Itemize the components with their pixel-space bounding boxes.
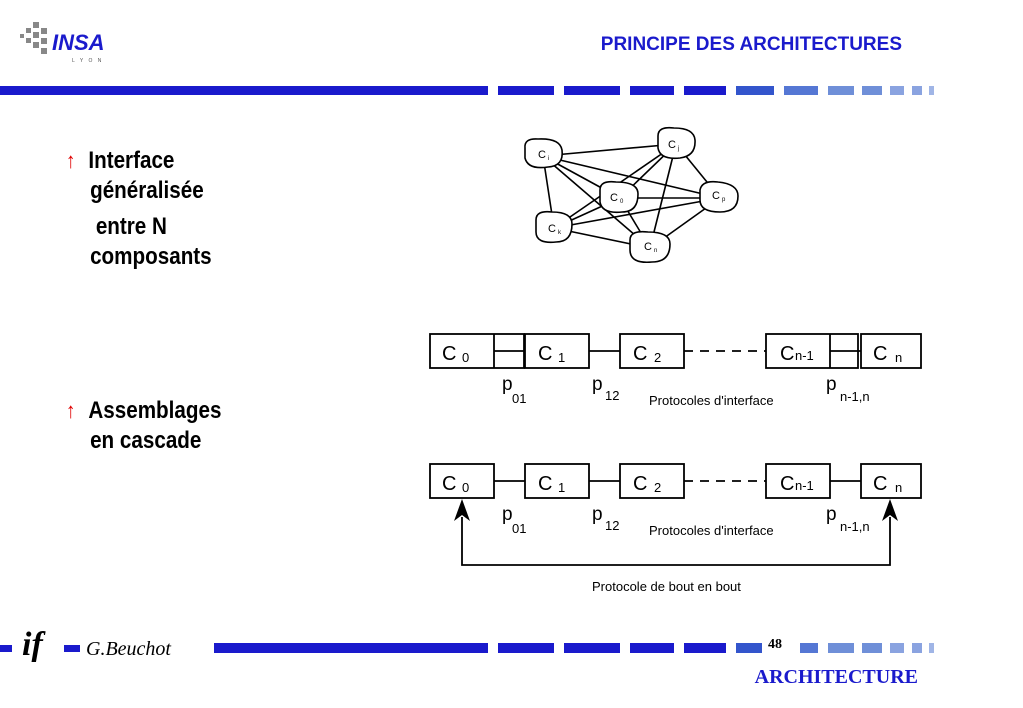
protocol-sub: 01 [512, 391, 526, 406]
bullet-line: généralisée [90, 177, 204, 204]
mesh-node-sub: 0 [620, 199, 624, 205]
component-label: C [633, 473, 647, 495]
bullet-line: Assemblages [88, 397, 222, 424]
author-name: G.Beuchot [86, 638, 171, 660]
component-sub: 0 [462, 350, 469, 365]
mesh-node-sub: p [722, 197, 726, 203]
end-to-end-label: Protocole de bout en bout [592, 579, 741, 594]
bullet-line: entre N [90, 213, 167, 240]
mesh-node-sub: i [548, 156, 549, 162]
protocol-label: p [502, 374, 513, 395]
protocol-sub: 12 [605, 518, 619, 533]
component-box [524, 463, 590, 499]
mesh-diagram: C i C j C 0 C p C k C n [500, 120, 760, 280]
component-sub: 2 [654, 350, 661, 365]
component-box [860, 333, 922, 369]
bullet-line: en cascade [90, 427, 202, 454]
component-sub: 0 [462, 480, 469, 495]
component-label: C [873, 343, 887, 365]
component-label: C [780, 343, 794, 365]
logo-subtext: L Y O N [72, 58, 103, 64]
mesh-node [535, 210, 573, 244]
mesh-node [657, 126, 696, 160]
protocol-label: p [826, 504, 837, 525]
mesh-node [524, 138, 564, 169]
mesh-node-label: C [538, 149, 546, 161]
component-label: C [538, 343, 552, 365]
up-arrow-icon: ↑ [66, 148, 76, 173]
mesh-node [629, 230, 671, 264]
bullet-interface: ↑ Interface généralisée entre N composant… [66, 146, 212, 272]
if-logo: if [22, 626, 43, 663]
component-label: C [442, 473, 456, 495]
component-label: C [873, 473, 887, 495]
component-sub: n [895, 480, 902, 495]
component-sub: 2 [654, 480, 661, 495]
up-arrow-icon: ↑ [66, 398, 76, 423]
bullet-line: composants [90, 243, 212, 270]
page-number: 48 [768, 637, 782, 652]
mesh-node [599, 180, 639, 214]
interface-label: Protocoles d'interface [649, 393, 774, 408]
top-divider [0, 84, 1023, 98]
protocol-label: p [826, 374, 837, 395]
bullet-line: Interface [88, 147, 175, 174]
protocol-label: p [502, 504, 513, 525]
protocol-sub: n-1,n [840, 519, 870, 534]
component-label: C [633, 343, 647, 365]
cascade-chain-end-to-end: C 0 C 1 C 2 C n-1 C n p 01 p 12 Protocol… [420, 455, 940, 605]
component-sub: n-1 [795, 348, 814, 363]
mesh-node-label: C [644, 241, 652, 253]
component-label: C [538, 473, 552, 495]
protocol-sub: n-1,n [840, 389, 870, 404]
component-box [619, 463, 685, 499]
mesh-node-label: C [668, 139, 676, 151]
component-box [860, 463, 922, 499]
protocol-sub: 01 [512, 521, 526, 536]
protocol-sub: 12 [605, 388, 619, 403]
component-sub: n-1 [795, 478, 814, 493]
mesh-node-sub: n [654, 248, 657, 254]
section-title: ARCHITECTURE [754, 666, 918, 688]
component-sub: n [895, 350, 902, 365]
component-sub: 1 [558, 480, 565, 495]
bullet-cascade: ↑ Assemblages en cascade [66, 396, 221, 456]
interface-label: Protocoles d'interface [649, 523, 774, 538]
component-box [619, 333, 685, 369]
component-sub: 1 [558, 350, 565, 365]
mesh-node-sub: j [677, 146, 679, 152]
cascade-chain: C 0 C 1 C 2 C n-1 C n p 01 p 12 Protocol… [420, 325, 940, 420]
protocol-label: p [592, 504, 603, 525]
component-box [765, 463, 831, 499]
component-label: C [442, 343, 456, 365]
page-title: PRINCIPE DES ARCHITECTURES [600, 34, 902, 55]
end-to-end-arrowheads [454, 499, 898, 521]
insa-logo: INSA L Y O N [14, 14, 124, 74]
mesh-node-label: C [548, 223, 556, 235]
mesh-node-label: C [712, 190, 720, 202]
mesh-node-sub: k [558, 230, 562, 236]
mesh-node-label: C [610, 192, 618, 204]
component-label: C [780, 473, 794, 495]
mesh-node [699, 180, 739, 213]
logo-text: INSA [52, 30, 105, 55]
component-box [524, 333, 590, 369]
bottom-divider [0, 640, 1023, 656]
protocol-label: p [592, 374, 603, 395]
